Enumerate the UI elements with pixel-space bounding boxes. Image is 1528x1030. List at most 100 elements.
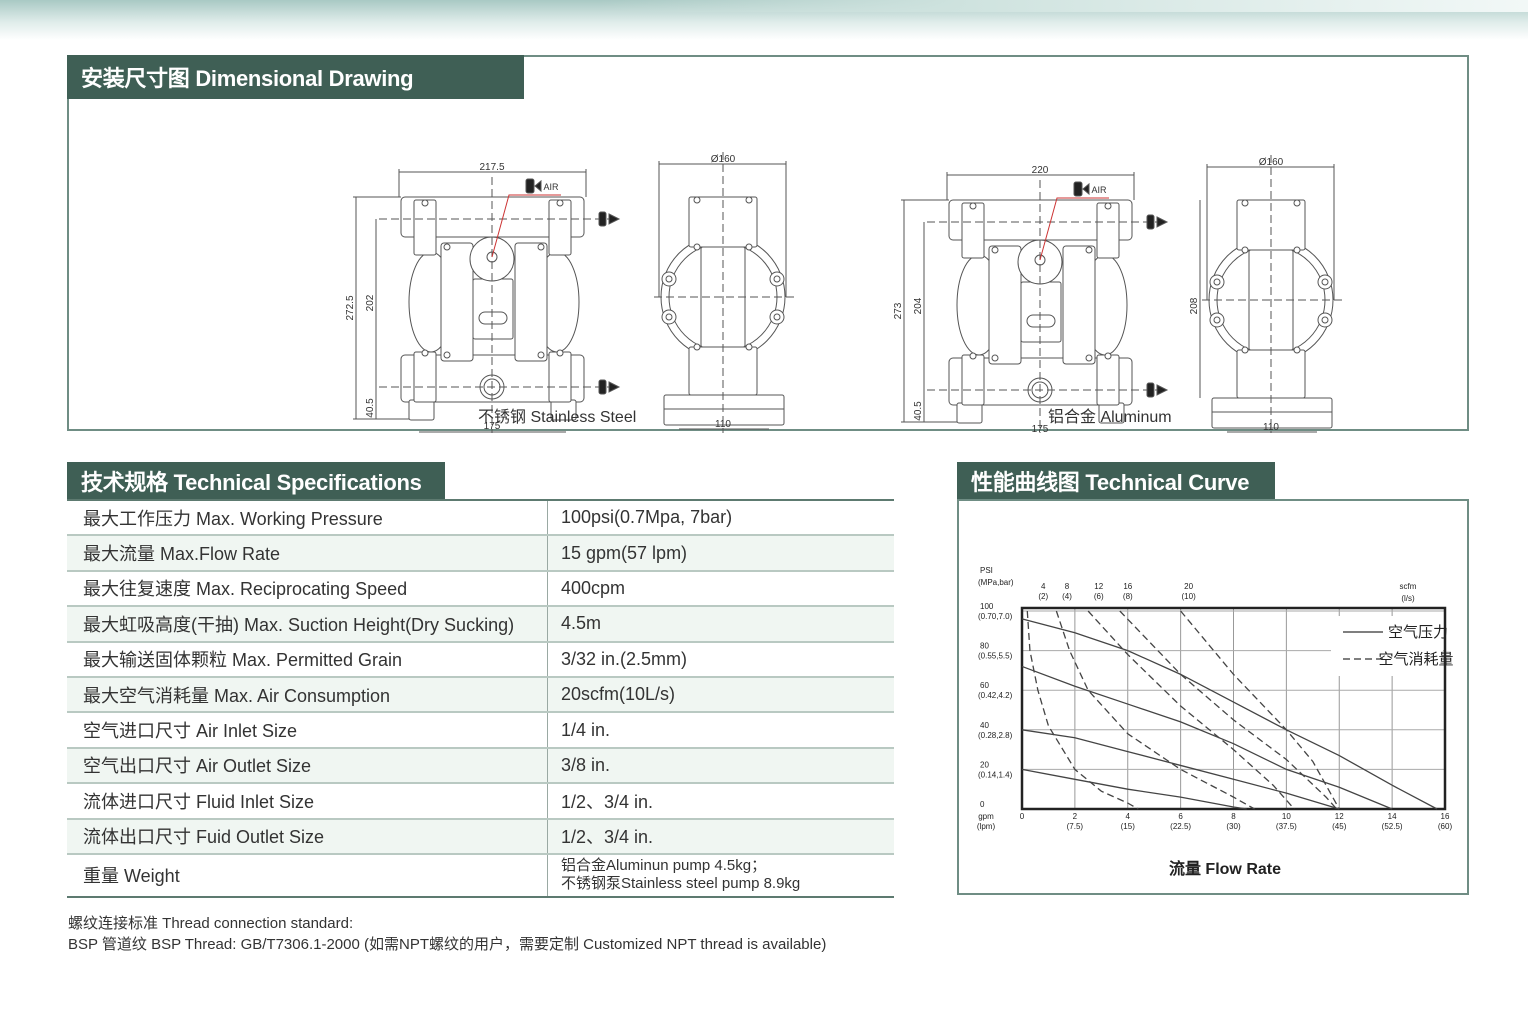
spec-label: 最大往复速度 Max. Reciprocating Speed [67, 571, 548, 606]
spec-label: 最大工作压力 Max. Working Pressure [67, 501, 548, 535]
left-diaphragm-cover [440, 242, 474, 362]
clamp [961, 354, 985, 406]
muffler-block [1026, 314, 1056, 328]
scfm-tick-label: 12 [1094, 582, 1103, 591]
series-line-solid [1021, 768, 1247, 810]
dim-side-foot-spacing: 110 [1263, 422, 1279, 433]
air-inlet-fitting-icon [525, 178, 535, 194]
plot-frame [1020, 606, 1447, 811]
bolt-icon [1085, 246, 1093, 254]
series-line-dashed [1119, 610, 1338, 810]
y-tick-label-bar: (0.70,7.0) [978, 612, 1013, 621]
series-line-solid [1021, 729, 1340, 810]
legend-box [1331, 616, 1443, 676]
scfm-tick-label: 20 [1184, 582, 1193, 591]
x-tick-label-lpm: (15) [1121, 822, 1136, 831]
clamp [961, 202, 985, 259]
y-tick-label: 0 [980, 800, 985, 809]
scfm-tick-label-ls: (4) [1062, 592, 1072, 601]
top-unit-label: scfm [1400, 582, 1417, 591]
thread-notes: 螺纹连接标准 Thread connection standard: BSP 管… [68, 913, 826, 955]
spec-label: 空气出口尺寸 Air Outlet Size [67, 748, 548, 783]
thread-note-line2: BSP 管道纹 BSP Thread: GB/T7306.1-2000 (如需N… [68, 936, 827, 953]
spec-value: 4.5m [561, 613, 602, 634]
bolt-icon [421, 349, 429, 357]
legend-dashed-label: 空气消耗量 [1378, 651, 1453, 668]
x-tick-label-lpm: (7.5) [1067, 822, 1084, 831]
side-base [1211, 397, 1333, 429]
spec-label: 最大虹吸高度(干抽) Max. Suction Height(Dry Sucki… [67, 607, 548, 641]
air-line [1039, 197, 1109, 261]
dim-width: 217.5 [479, 162, 504, 173]
bolt-icon [1213, 278, 1221, 286]
dim-side-height: 208 [1189, 297, 1200, 314]
x-unit-label-sub: (lpm) [977, 822, 996, 831]
outlet-fitting-icon [598, 211, 607, 227]
dim-height: 273 [893, 302, 904, 319]
spec-label: 最大输送固体颗粒 Max. Permitted Grain [67, 642, 548, 676]
x-tick-label-lpm: (22.5) [1170, 822, 1191, 831]
bolt-icon [969, 352, 977, 360]
spec-label: 空气进口尺寸 Air Inlet Size [67, 713, 548, 747]
bolt-icon [421, 199, 429, 207]
flow-arrow-icon [1156, 384, 1169, 396]
spec-row: 空气进口尺寸 Air Inlet Size 1/4 in. [67, 713, 894, 749]
bolt-icon [991, 246, 999, 254]
x-tick-label-lpm: (45) [1332, 822, 1347, 831]
bolt-icon [693, 243, 701, 251]
bolt-icon [969, 202, 977, 210]
left-foot [956, 402, 983, 424]
bolt-icon [1104, 352, 1112, 360]
bolt-icon [1213, 316, 1221, 324]
spec-label: 重量 Weight [67, 854, 548, 896]
y-tick-label-bar: (0.42,4.2) [978, 691, 1013, 700]
air-label: AIR [543, 182, 559, 192]
center-block [1020, 281, 1062, 343]
x-tick-label-lpm: (37.5) [1276, 822, 1297, 831]
flow-arrow-icon [608, 381, 621, 393]
bolt-icon [665, 313, 673, 321]
bolt-icon [665, 275, 673, 283]
air-arrow-icon [534, 179, 542, 193]
bolt-icon [1321, 278, 1329, 286]
dim-height: 272.5 [345, 295, 356, 320]
thread-note-line1: 螺纹连接标准 Thread connection standard: [68, 915, 354, 932]
bolt-icon [1104, 202, 1112, 210]
bolt-icon [1085, 354, 1093, 362]
spec-value: 20scfm(10L/s) [561, 684, 676, 705]
spec-value: 1/2、3/4 in. [561, 791, 654, 812]
x-tick-label-lpm: (60) [1438, 822, 1453, 831]
clamp [1096, 354, 1120, 406]
air-line [491, 194, 561, 258]
right-diaphragm-cover [1062, 245, 1096, 365]
dim-port-spacing: 204 [913, 297, 924, 314]
clamp [413, 199, 437, 256]
bolt-icon [556, 199, 564, 207]
series-line-solid [1021, 618, 1438, 810]
y-unit-label-sub: (MPa,bar) [978, 578, 1014, 587]
y-tick-label: 40 [980, 721, 989, 730]
curve-title: 性能曲线图 Technical Curve [957, 462, 1275, 500]
x-tick-label: 16 [1441, 812, 1450, 821]
scfm-tick-label-ls: (10) [1182, 592, 1197, 601]
stainless-caption: 不锈钢 Stainless Steel [478, 409, 637, 426]
center-block [472, 278, 514, 340]
spec-value: 100psi(0.7Mpa, 7bar) [561, 507, 733, 528]
air-label: AIR [1091, 185, 1107, 195]
spec-value: 3/32 in.(2.5mm) [561, 648, 688, 669]
spec-value: 1/4 in. [561, 719, 611, 740]
bolt-icon [693, 196, 701, 204]
spec-value: 铝合金Aluminun pump 4.5kg；不锈钢泵Stainless ste… [548, 855, 894, 896]
series-line-dashed [1180, 610, 1340, 810]
weight-stainless: 不锈钢泵Stainless steel pump 8.9kg [561, 875, 801, 893]
x-tick-label: 4 [1126, 812, 1131, 821]
scfm-tick-label-ls: (6) [1094, 592, 1104, 601]
dim-base-height: 40.5 [365, 398, 376, 418]
x-tick-label: 14 [1388, 812, 1397, 821]
